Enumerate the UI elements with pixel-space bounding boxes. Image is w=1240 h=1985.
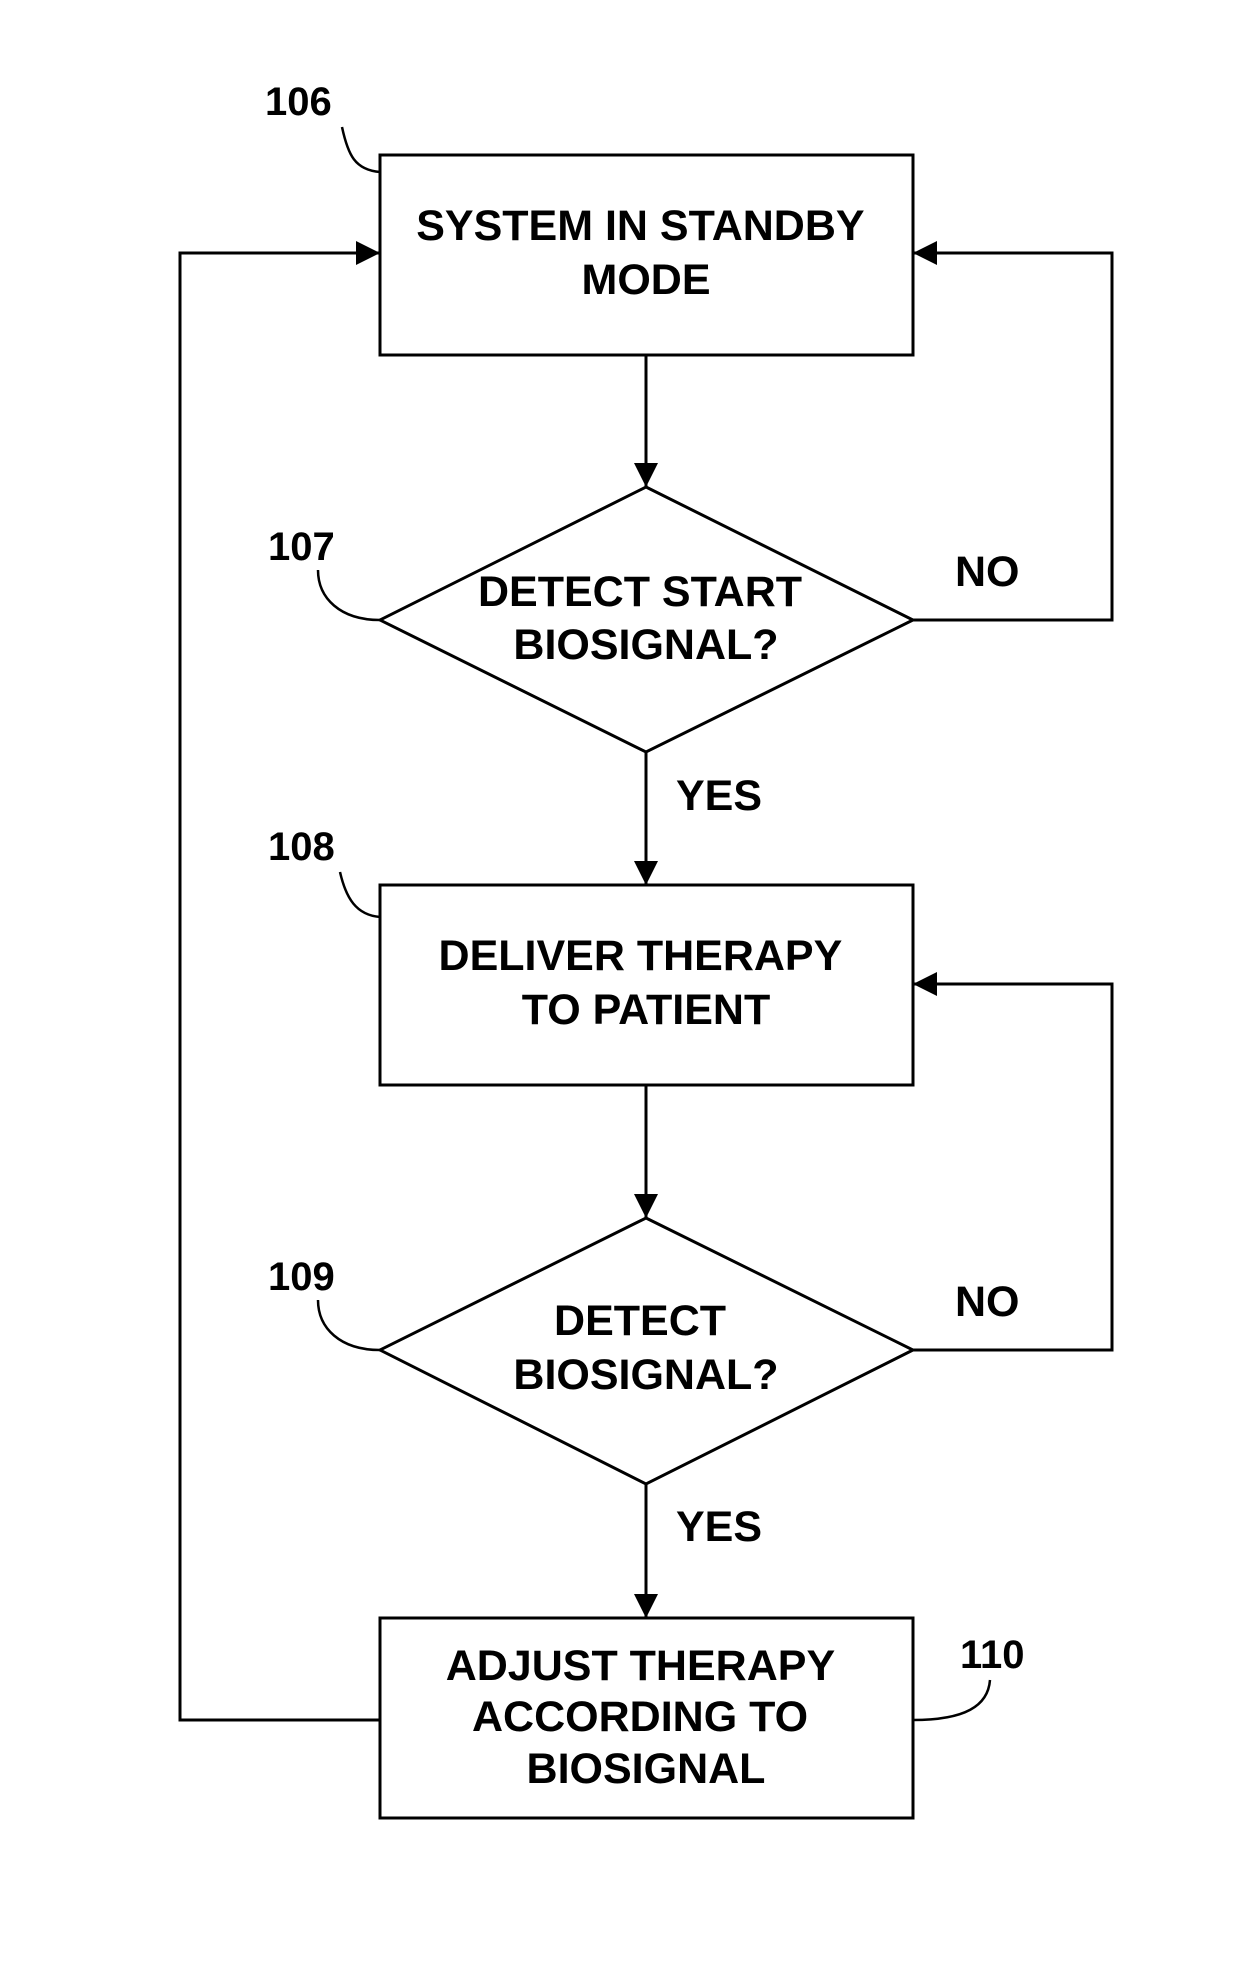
detect-start-label-line-1: DETECT START — [478, 568, 802, 616]
standby-box — [380, 155, 913, 355]
standby-label-line-1: SYSTEM IN STANDBY — [416, 202, 864, 250]
adjust-therapy-label-line-1: ADJUST THERAPY — [446, 1642, 835, 1690]
adjust-therapy-label-line-3: BIOSIGNAL — [527, 1745, 766, 1793]
ref-108-leader — [340, 872, 380, 917]
standby-label-line-2: MODE — [582, 256, 711, 304]
ref-108: 108 — [268, 825, 335, 869]
ref-107-leader — [318, 570, 380, 620]
ref-109: 109 — [268, 1255, 335, 1299]
detect-label-line-2: BIOSIGNAL? — [513, 1351, 778, 1399]
ref-107: 107 — [268, 525, 335, 569]
detect-start-yes-label: YES — [676, 772, 762, 820]
detect-label-line-1: DETECT — [554, 1297, 726, 1345]
ref-109-leader — [318, 1300, 380, 1350]
deliver-therapy-box — [380, 885, 913, 1085]
detect-start-no-label: NO — [955, 548, 1020, 596]
ref-106: 106 — [265, 80, 332, 124]
ref-106-leader — [342, 127, 380, 172]
detect-yes-label: YES — [676, 1503, 762, 1551]
ref-110: 110 — [960, 1633, 1025, 1677]
detect-start-label-line-2: BIOSIGNAL? — [513, 621, 778, 669]
detect-no-label: NO — [955, 1278, 1020, 1326]
arrow-adjust-return-loop — [180, 253, 380, 1720]
adjust-therapy-label-line-2: ACCORDING TO — [472, 1693, 808, 1741]
ref-110-leader — [913, 1680, 990, 1720]
deliver-therapy-label-line-1: DELIVER THERAPY — [439, 932, 842, 980]
detect-start-diamond — [380, 487, 913, 752]
deliver-therapy-label-line-2: TO PATIENT — [522, 986, 770, 1034]
